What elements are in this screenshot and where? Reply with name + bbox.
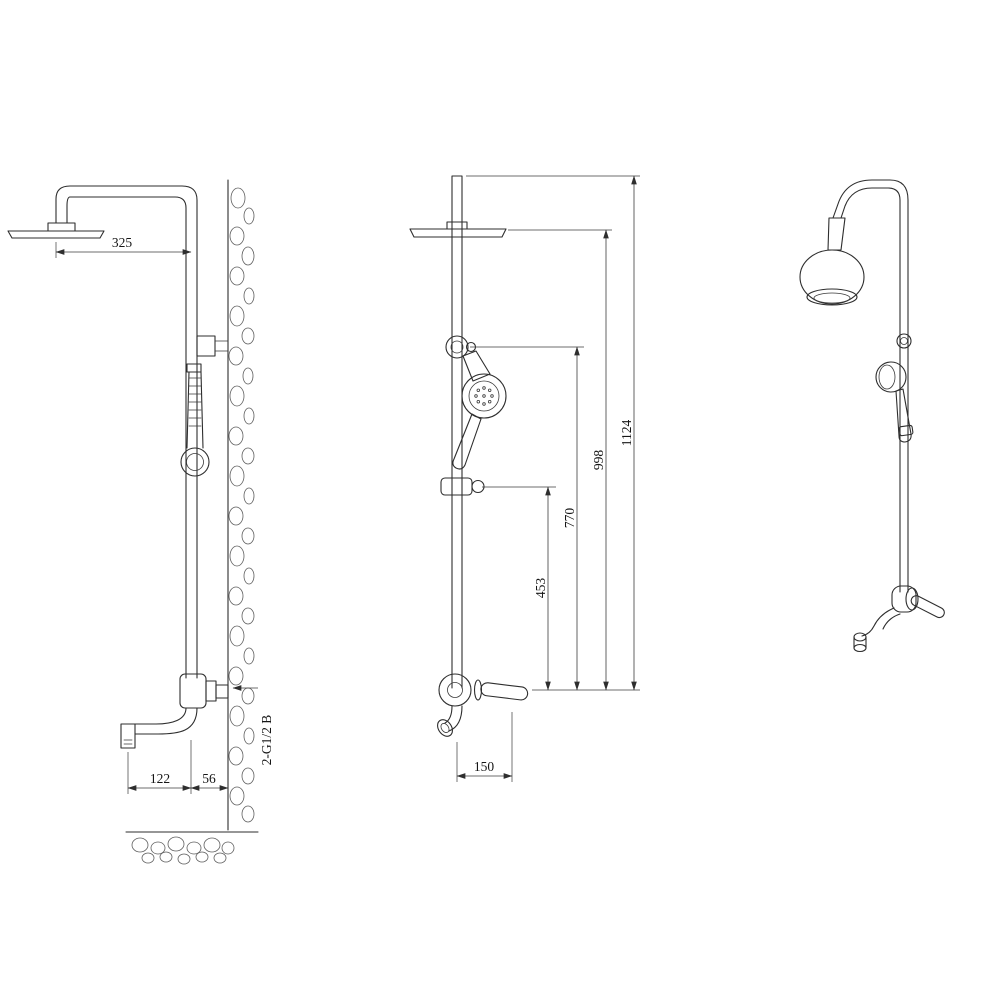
spout-outlet-front: [437, 705, 463, 737]
wall-hatch: [228, 187, 255, 823]
rain-shower-head-front: [409, 221, 507, 238]
rain-shower-head-side: [7, 222, 105, 239]
thread-callout: 2-G1/2 B: [232, 685, 274, 766]
dim-325-label: 325: [112, 235, 133, 250]
dim-150-label: 150: [474, 759, 495, 774]
spray-holes: [474, 386, 494, 406]
mixer-valve-side: [179, 673, 229, 709]
rain-shower-head-3d: [799, 249, 865, 306]
dim-head-offset: 325: [55, 235, 192, 258]
riser-pipe-front: [451, 175, 463, 689]
hand-shower-holder-ring: [445, 335, 477, 359]
spout-3d: [853, 607, 901, 653]
mixer-valve-front: [438, 673, 529, 707]
dim-453-label: 453: [533, 578, 548, 599]
pipe-wall-bracket-side: [196, 335, 229, 357]
shower-arm-3d: [827, 179, 909, 251]
spout-side: [120, 707, 198, 749]
slide-bracket-front: [440, 477, 485, 496]
dim-122-label: 122: [150, 771, 170, 786]
floor-hatch: [131, 836, 235, 865]
mixer-valve-3d: [891, 585, 945, 619]
dim-770-label: 770: [562, 508, 577, 529]
dim-1124-label: 1124: [619, 420, 634, 447]
dim-998-label: 998: [591, 450, 606, 471]
holder-knob-3d: [896, 333, 912, 349]
dim-spout-reach: 122: [127, 740, 192, 794]
dim-lever-length: 150: [456, 712, 513, 782]
thread-label: 2-G1/2 B: [259, 715, 274, 766]
dim-56-label: 56: [202, 771, 216, 786]
front-view: 150 453 770 998 1124: [409, 175, 640, 782]
riser-pipe-3d: [899, 199, 909, 593]
dim-wall-gap: 56: [190, 771, 229, 791]
height-dimensions: 453 770 998 1124: [466, 175, 640, 691]
riser-pipe-side: [55, 185, 198, 679]
hand-shower-3d: [875, 361, 914, 443]
hand-shower-side: [180, 363, 210, 477]
hand-shower-front: [452, 350, 507, 470]
side-view: 325 122 56 2-G1/2 B: [7, 179, 274, 865]
wall-section: [125, 179, 259, 865]
pictorial-view: [799, 179, 945, 653]
